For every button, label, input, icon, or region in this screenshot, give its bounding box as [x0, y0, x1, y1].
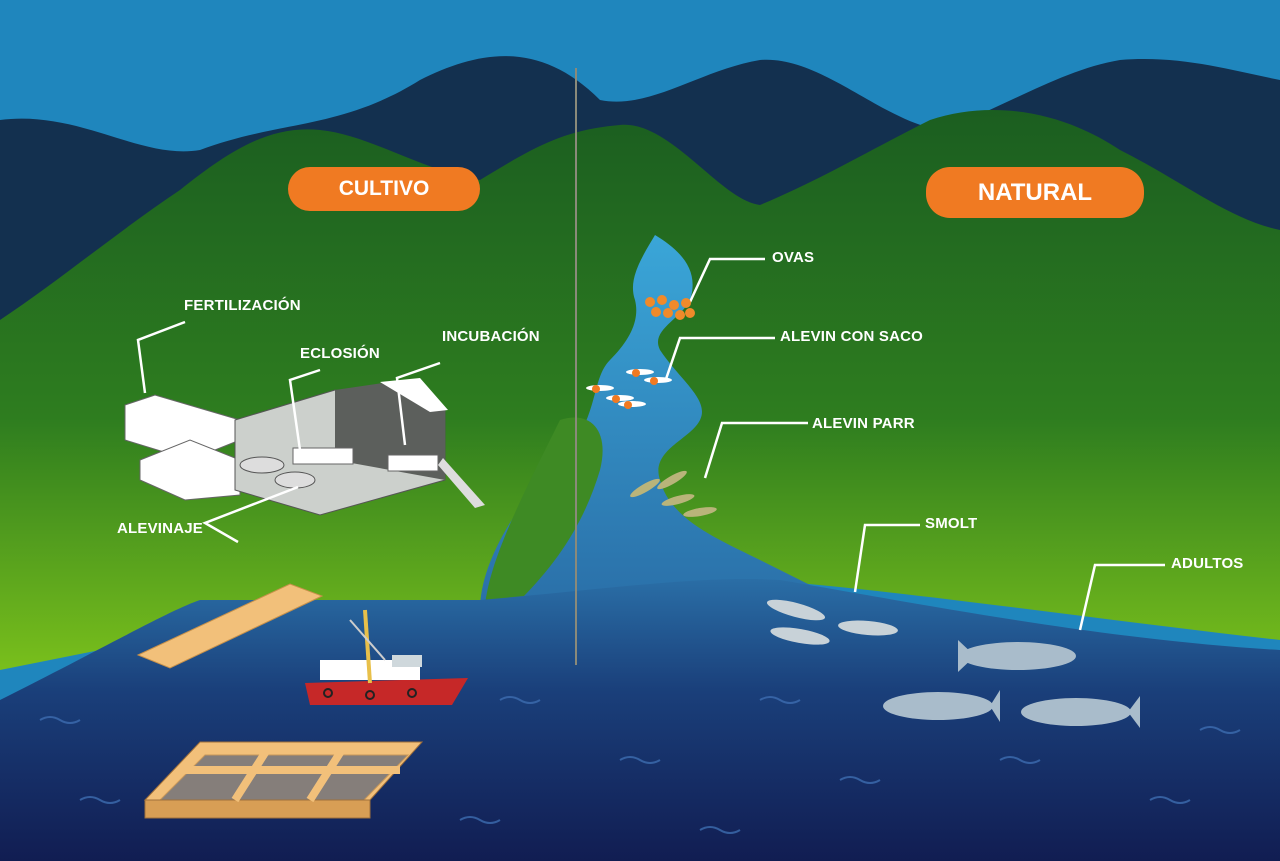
parr — [630, 470, 717, 517]
natural-section-badge: NATURAL — [926, 167, 1144, 218]
leader-lines — [136, 257, 1165, 631]
fish-cage-raft — [143, 741, 424, 819]
label-alevin-con-saco: ALEVIN CON SACO — [780, 328, 924, 345]
eggs — [645, 295, 695, 320]
label-adultos: ADULTOS — [1171, 555, 1244, 572]
label-alevinaje: ALEVINAJE — [117, 520, 203, 537]
fishing-boat — [305, 609, 468, 705]
label-ovas: OVAS — [772, 249, 815, 266]
waves — [39, 696, 1241, 834]
dock — [136, 583, 324, 669]
smolt-fish — [766, 599, 898, 645]
label-smolt: SMOLT — [925, 515, 978, 532]
cultivo-section-badge: CULTIVO — [288, 167, 480, 211]
label-eclosion: ECLOSIÓN — [300, 345, 380, 362]
label-incubacion: INCUBACIÓN — [442, 328, 540, 345]
label-alevin-parr: ALEVIN PARR — [812, 415, 915, 432]
sac-fry — [586, 369, 672, 409]
hatchery-building — [124, 378, 485, 516]
adult-salmon — [883, 640, 1140, 728]
label-fertilizacion: FERTILIZACIÓN — [184, 297, 301, 314]
